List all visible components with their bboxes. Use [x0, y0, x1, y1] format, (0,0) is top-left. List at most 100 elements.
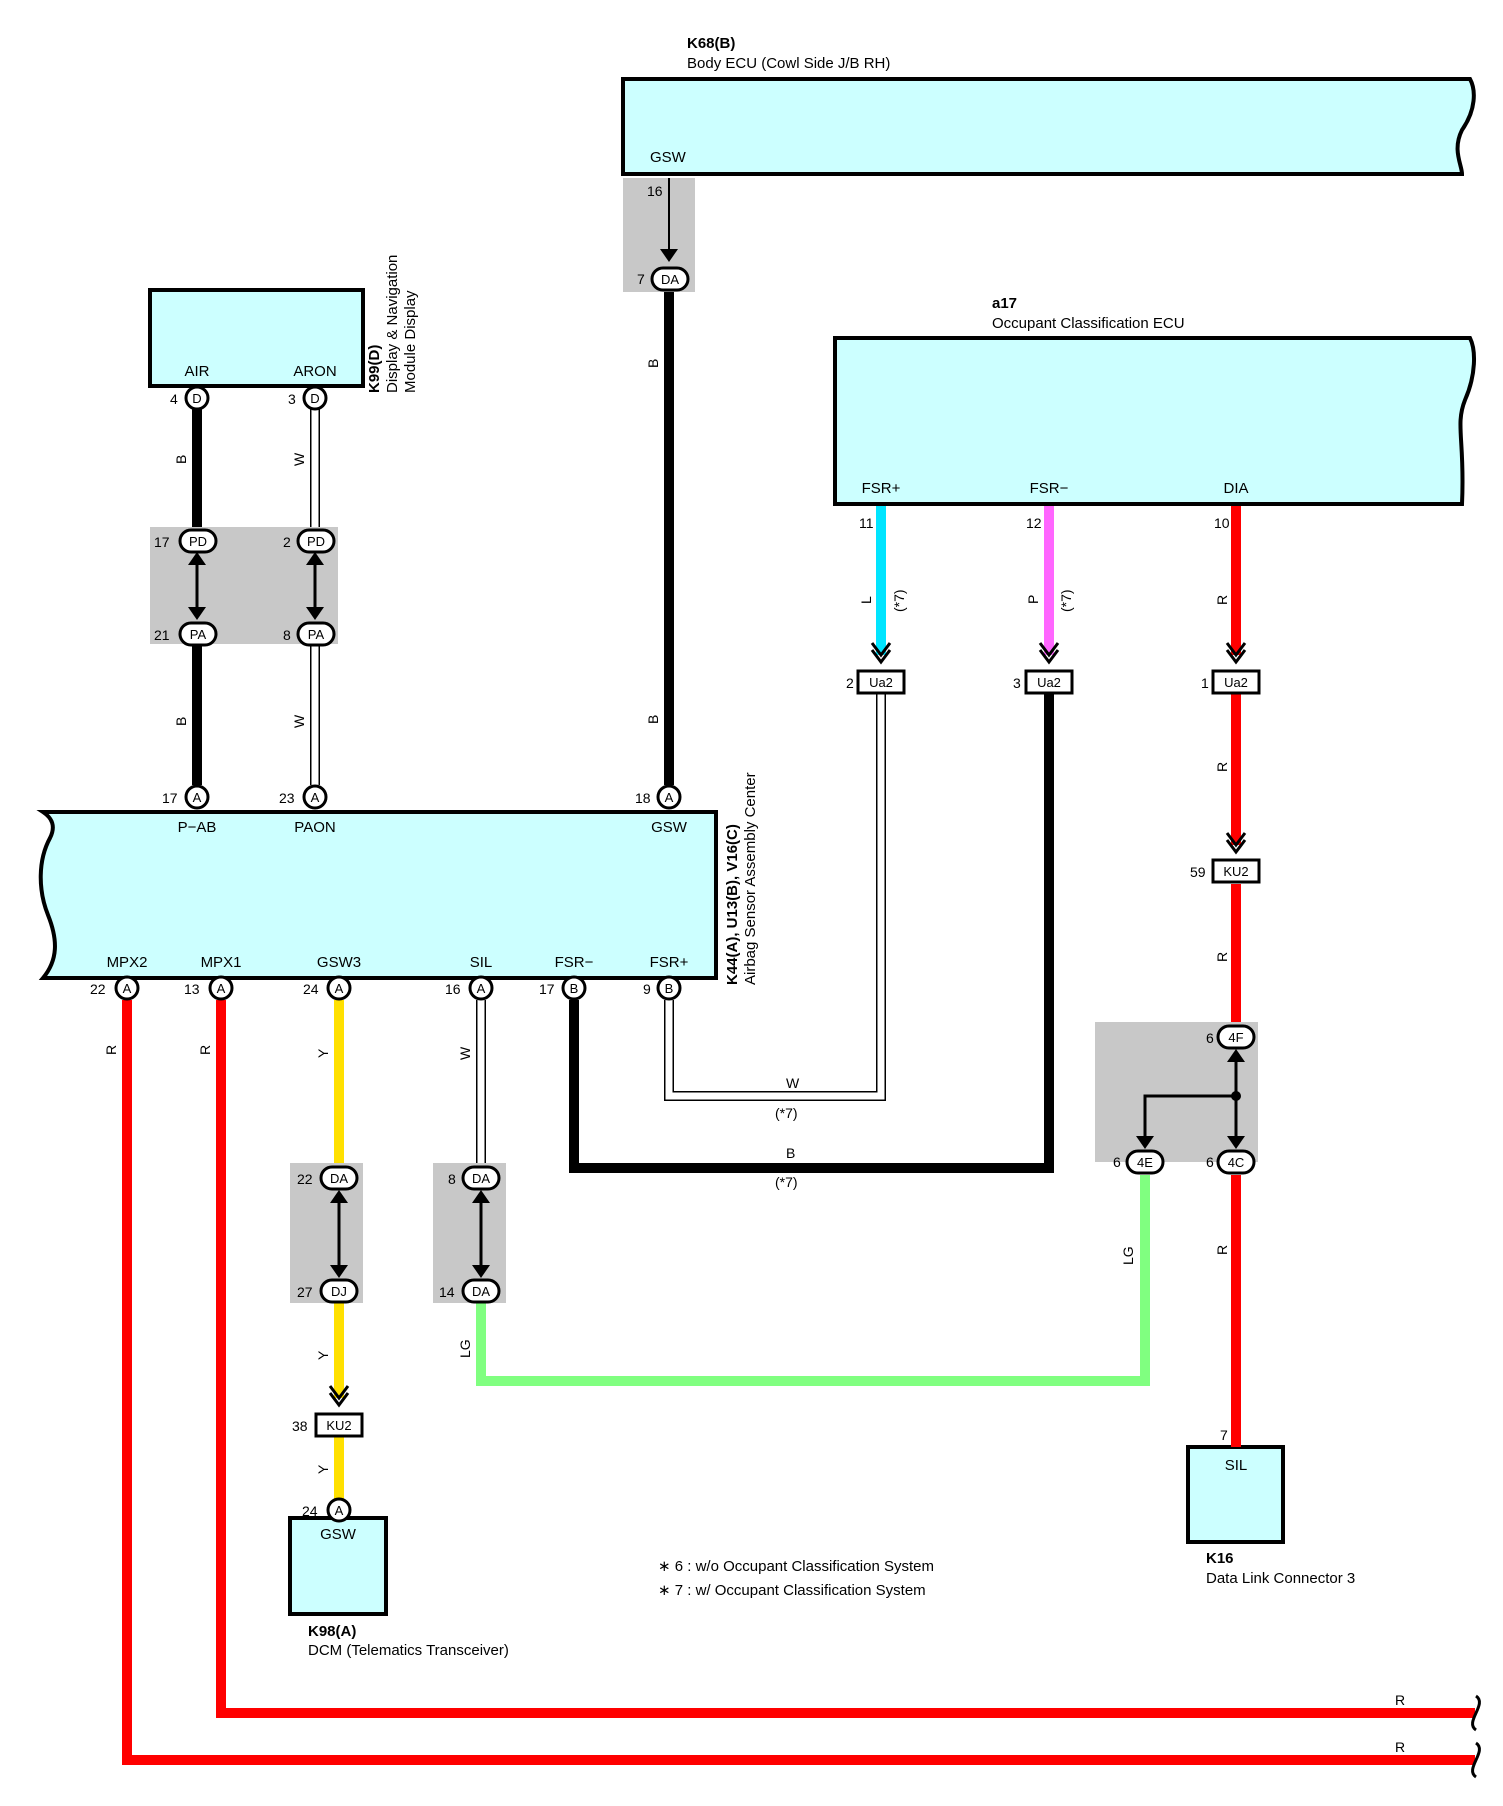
svg-text:A: A: [123, 981, 132, 996]
svg-text:DA: DA: [472, 1171, 490, 1186]
chevron-ua2-pink: [1038, 642, 1060, 658]
break-mark-mpx1: [1471, 1694, 1481, 1732]
svg-text:B: B: [173, 455, 189, 464]
chevron-ua2-red: [1225, 642, 1247, 658]
svg-text:W: W: [291, 452, 307, 466]
arrow-da14-down: [472, 1265, 490, 1278]
connector-dj27: DJ: [319, 1278, 359, 1304]
pin-number: 22: [90, 981, 106, 997]
occupant-pin-dia: DIA: [1223, 480, 1248, 497]
pin-number: 3: [288, 391, 296, 407]
dlc-pin-sil: SIL: [1225, 1457, 1248, 1474]
pin-number: 12: [1026, 515, 1042, 531]
occupant-pin-fsr-plus: FSR+: [862, 480, 901, 497]
arrow-pd-left-up: [188, 552, 206, 565]
svg-text:Display & Navigation: Display & Navigation: [384, 255, 401, 393]
connector-da7: DA: [650, 266, 690, 292]
wire-mpx2-red: [122, 1000, 1475, 1765]
connector-a24-dcm: A: [326, 1497, 352, 1523]
arrow-pa-right-down: [306, 607, 324, 620]
svg-text:LG: LG: [457, 1339, 473, 1358]
svg-text:(*7): (*7): [1058, 589, 1074, 612]
svg-text:D: D: [310, 391, 319, 406]
wire-label-star7-w: (*7): [775, 1105, 798, 1121]
pin-number: 7: [1220, 1427, 1228, 1443]
chevron-ua2-red-2: [1225, 649, 1247, 665]
body-ecu-code: K68(B): [687, 35, 735, 52]
airbag-pin-fsr-minus: FSR−: [555, 954, 594, 971]
svg-text:(*7): (*7): [891, 589, 907, 612]
pin-number: 9: [643, 981, 651, 997]
display-pin-aron: ARON: [293, 363, 336, 380]
svg-text:KU2: KU2: [1223, 864, 1248, 879]
splice-node-4f: [1231, 1091, 1241, 1101]
airbag-label: K44(A), U13(B), V16(C) Airbag Sensor Ass…: [724, 772, 759, 985]
airbag-pin-gsw3: GSW3: [317, 954, 361, 971]
dcm-pin-gsw: GSW: [320, 1526, 357, 1543]
occupant-ecu-name: Occupant Classification ECU: [992, 315, 1185, 332]
svg-text:L: L: [858, 596, 874, 604]
svg-text:DA: DA: [661, 272, 679, 287]
svg-text:D: D: [192, 391, 201, 406]
pin-number: 17: [154, 534, 170, 550]
pin-number: 24: [302, 1503, 318, 1519]
svg-text:K99(D): K99(D): [366, 345, 383, 393]
pin-number: 16: [445, 981, 461, 997]
connector-pd17: PD: [178, 528, 218, 554]
svg-text:R: R: [1214, 595, 1230, 605]
splice-4f-4e: [1143, 1094, 1236, 1146]
svg-text:DA: DA: [330, 1171, 348, 1186]
pin-number: 22: [297, 1171, 313, 1187]
svg-text:W: W: [457, 1046, 473, 1060]
connector-d3: D: [302, 385, 328, 411]
svg-text:KU2: KU2: [326, 1418, 351, 1433]
svg-text:B: B: [570, 981, 579, 996]
svg-text:4E: 4E: [1137, 1155, 1153, 1170]
chevron-ku2-yellow-2: [328, 1392, 350, 1408]
connector-a17: A: [184, 784, 210, 810]
pin-number: 3: [1013, 675, 1021, 691]
body-ecu-pin-gsw: GSW: [650, 149, 687, 166]
svg-text:Ua2: Ua2: [1037, 675, 1061, 690]
connector-da14: DA: [461, 1278, 501, 1304]
chevron-ku2-yellow: [328, 1385, 350, 1401]
body-ecu-name: Body ECU (Cowl Side J/B RH): [687, 55, 890, 72]
pin-number: 6: [1113, 1154, 1121, 1170]
connector-ua2-1: Ua2: [1211, 669, 1261, 695]
connector-a24: A: [326, 975, 352, 1001]
dcm-box: [288, 1516, 388, 1616]
connector-b9: B: [656, 975, 682, 1001]
wire-fsr-minus-black: [569, 694, 1054, 1173]
connector-4f: 4F: [1216, 1024, 1256, 1050]
wire-label-r-mpx2: R: [1395, 1739, 1405, 1755]
connector-d4: D: [184, 385, 210, 411]
svg-text:W: W: [291, 714, 307, 728]
svg-text:R: R: [103, 1045, 119, 1055]
chevron-ua2-cyan-2: [870, 649, 892, 665]
chevron-ku2-red-2: [1225, 839, 1247, 855]
svg-text:A: A: [335, 1503, 344, 1518]
display-label: K99(D) Display & Navigation Module Displ…: [366, 255, 419, 393]
svg-text:PD: PD: [307, 534, 325, 549]
svg-text:A: A: [193, 790, 202, 805]
svg-text:Ua2: Ua2: [869, 675, 893, 690]
pin-number: 59: [1190, 864, 1206, 880]
pin-number: 18: [635, 790, 651, 806]
pin-number: 10: [1214, 515, 1230, 531]
svg-text:PA: PA: [308, 627, 325, 642]
wire-label-r-mpx1: R: [1395, 1692, 1405, 1708]
connector-ku2-59: KU2: [1211, 858, 1261, 884]
arrow-4f-up: [1227, 1049, 1245, 1062]
connector-pd2: PD: [296, 528, 336, 554]
pin-number: 2: [846, 675, 854, 691]
arrow-dj27-down: [330, 1265, 348, 1278]
arrow-da8-up: [472, 1190, 490, 1203]
connector-da8: DA: [461, 1165, 501, 1191]
svg-text:PA: PA: [190, 627, 207, 642]
svg-text:R: R: [1214, 952, 1230, 962]
svg-text:A: A: [335, 981, 344, 996]
connector-a22: A: [114, 975, 140, 1001]
pin-number: 8: [448, 1171, 456, 1187]
airbag-pin-gsw: GSW: [651, 819, 688, 836]
svg-text:R: R: [197, 1045, 213, 1055]
